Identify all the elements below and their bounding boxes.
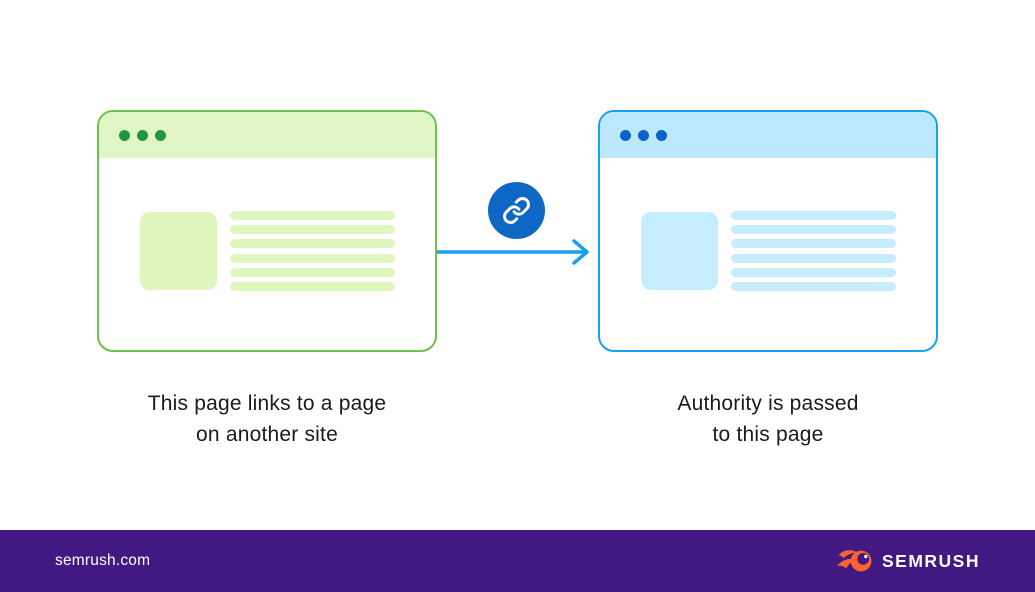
text-line (230, 225, 395, 235)
text-line (731, 239, 896, 249)
image-placeholder (140, 212, 217, 290)
text-line (731, 225, 896, 235)
image-placeholder (641, 212, 718, 290)
arrow-right-icon (437, 239, 589, 265)
site-url: semrush.com (55, 552, 151, 569)
text-placeholder-lines (230, 211, 395, 291)
window-dot (620, 129, 631, 141)
link-icon (503, 197, 530, 224)
text-line (731, 253, 896, 263)
text-line (230, 239, 395, 249)
text-line (230, 267, 395, 277)
target-page-window (598, 110, 938, 352)
source-caption-line2: on another site (196, 423, 338, 446)
target-caption-line1: Authority is passed (677, 392, 859, 415)
source-window-header (99, 112, 435, 158)
source-page-window (97, 110, 437, 352)
link-authority-infographic: This page links to a page on another sit… (97, 110, 938, 450)
source-caption-line1: This page links to a page (147, 392, 387, 415)
semrush-flame-icon (836, 550, 872, 572)
window-dot (119, 129, 130, 141)
text-line (230, 253, 395, 263)
target-caption-line2: to this page (712, 423, 824, 446)
text-placeholder-lines (731, 211, 896, 291)
target-caption: Authority is passed to this page (598, 388, 938, 450)
window-dot (137, 129, 148, 141)
footer-bar: semrush.com SEMRUSH (0, 530, 1035, 592)
semrush-logo-text: SEMRUSH (881, 550, 980, 571)
text-line (230, 281, 395, 291)
source-caption: This page links to a page on another sit… (97, 388, 437, 450)
link-icon-badge (488, 182, 545, 239)
window-dot (155, 129, 166, 141)
target-window-header (600, 112, 936, 158)
text-line (731, 211, 896, 220)
text-line (731, 267, 896, 277)
semrush-logo: SEMRUSH (836, 546, 980, 576)
window-dot (656, 129, 667, 141)
window-dot (638, 129, 649, 141)
text-line (731, 281, 896, 291)
text-line (230, 211, 395, 220)
